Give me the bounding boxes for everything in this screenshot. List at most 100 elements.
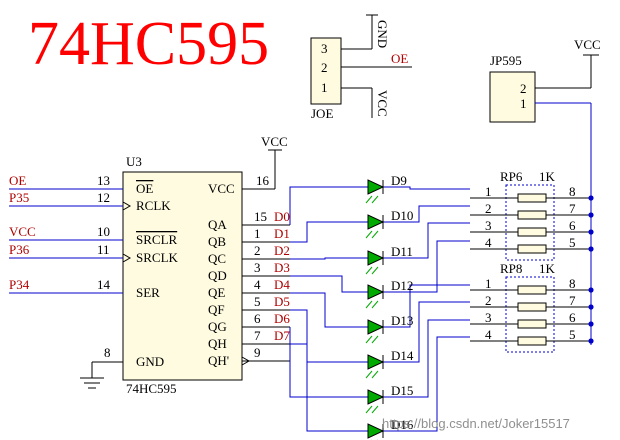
resistor-body (517, 210, 547, 220)
chip-pin-rclk-num: 12 (97, 190, 110, 205)
resistor-body (517, 193, 547, 203)
chip-pin-gnd-name: GND (136, 354, 164, 369)
rnet-pin-left: 4 (485, 327, 492, 342)
chip-pin-srclk-clock-icon (122, 253, 132, 263)
joe-oe-net: OE (391, 51, 408, 66)
rnet-pin-right: 8 (569, 276, 576, 291)
chip-pin-qc-num: 2 (254, 243, 261, 258)
watermark: https://blog.csdn.net/Joker15517 (382, 416, 570, 431)
net-label-p35: P35 (9, 190, 29, 205)
chip-pin-qc-name: QC (208, 251, 226, 266)
chip-pin-qb-num: 1 (254, 226, 261, 241)
rnet-outline (505, 276, 555, 353)
rnet-pin-right: 5 (569, 235, 576, 250)
led-body (367, 423, 385, 439)
led-label-d10: D10 (391, 208, 413, 223)
chip-pin-qf-name: QF (208, 302, 225, 317)
rnet-value: 1K (539, 169, 556, 184)
led-d14-icon (365, 354, 385, 379)
chip-pin-rclk-name: RCLK (136, 198, 171, 213)
led-body (367, 319, 385, 335)
led-ray (371, 195, 379, 204)
led-ray (365, 370, 373, 379)
wire-led-d11 (383, 222, 470, 259)
chip-pin-vcc-num: 16 (256, 173, 270, 188)
led-d10-icon (365, 214, 385, 239)
rnet-pin-left: 2 (485, 201, 492, 216)
chip-part: 74HC595 (126, 381, 177, 396)
led-label-d11: D11 (391, 244, 413, 259)
rnet-outline (505, 184, 555, 261)
rnet-ref: RP6 (500, 169, 523, 184)
rnet-pin-right: 6 (569, 218, 576, 233)
chip-pin-qd-name: QD (208, 268, 227, 283)
led-ray (371, 335, 379, 344)
resistor-body (517, 285, 547, 295)
wire-led-d13 (383, 284, 470, 328)
jp595-vcc-label: VCC (574, 37, 601, 52)
rnet-ref: RP8 (500, 261, 522, 276)
chip-pin-vcc-name: VCC (208, 181, 235, 196)
chip-pin-oe-num: 13 (97, 173, 110, 188)
wire-d5 (290, 309, 368, 363)
wire-led-d9 (383, 186, 470, 190)
rnet-pin-left: 3 (485, 310, 492, 325)
rnet-pin-right: 5 (569, 327, 576, 342)
chip-pin-oe-name: OE (136, 181, 153, 196)
output-net-d7: D7 (274, 328, 290, 343)
led-ray (371, 230, 379, 239)
led-label-d12: D12 (391, 278, 413, 293)
chip-pin-qf-num: 5 (254, 294, 261, 309)
chip-pin-qhp-num: 9 (254, 345, 261, 360)
joe-gnd-net: GND (375, 20, 390, 48)
net-label-p34: P34 (9, 277, 30, 292)
joe-connector: 3 2 1 JOE GND OE VCC (310, 14, 412, 121)
led-d16-icon (367, 423, 385, 440)
output-net-d6: D6 (274, 311, 290, 326)
led-body (367, 179, 385, 195)
jp595-pin-2: 2 (520, 81, 527, 96)
rnet-pin-left: 1 (485, 276, 492, 291)
resistor-body (517, 227, 547, 237)
led-ray (371, 266, 379, 275)
led-ray (365, 300, 373, 309)
chip-pin-srclr-name: SRCLR (136, 232, 178, 247)
chip-pin-qhp-clock-icon (241, 356, 251, 366)
led-ray (371, 405, 379, 414)
wire-d2 (290, 257, 368, 260)
led-ray (371, 370, 379, 379)
joe-ref: JOE (311, 106, 333, 121)
rnet-pin-left: 4 (485, 235, 492, 250)
wire-d4 (290, 292, 368, 328)
led-label-d14: D14 (391, 348, 414, 363)
led-d12-icon (365, 284, 385, 309)
led-body (367, 250, 385, 266)
rnet-pin-left: 2 (485, 293, 492, 308)
wire-d6 (289, 327, 368, 398)
chip-pin-qe-name: QE (208, 285, 225, 300)
wire-led-d15 (383, 319, 470, 398)
rnet-pin-right: 8 (569, 184, 576, 199)
chip-pin-qg-num: 6 (254, 311, 261, 326)
chip-pin-qd-num: 3 (254, 260, 261, 275)
chip-pin-ser-num: 14 (97, 277, 111, 292)
led-ray (365, 335, 373, 344)
jp595-ref: JP595 (490, 53, 522, 68)
net-label-p36: P36 (9, 242, 30, 257)
led-d15-icon (365, 389, 385, 414)
led-label-d15: D15 (391, 383, 413, 398)
led-body (367, 214, 385, 230)
rnet-value: 1K (539, 261, 556, 276)
joe-vcc-net: VCC (375, 90, 390, 117)
jp595-pin-1: 1 (520, 96, 527, 111)
joe-pin-2: 2 (321, 60, 328, 75)
output-net-d3: D3 (274, 260, 290, 275)
led-d9-icon (365, 179, 385, 204)
wire-d1 (290, 221, 368, 243)
wire-led-d14 (383, 301, 470, 363)
chip-pin-srclr-num: 10 (97, 224, 110, 239)
